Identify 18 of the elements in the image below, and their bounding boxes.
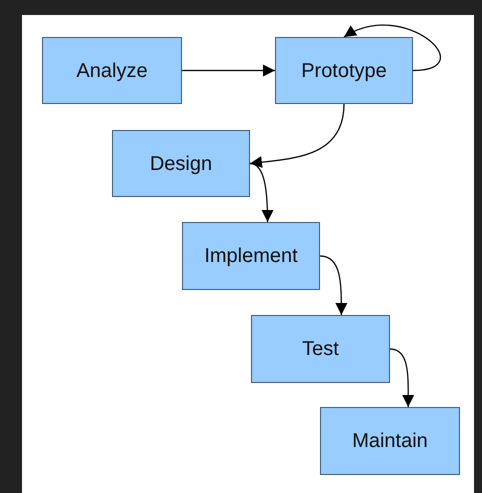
box-label: Analyze [76, 58, 148, 84]
arrow [250, 104, 345, 168]
process-box [182, 222, 320, 290]
box-label: Implement [204, 244, 298, 269]
box-label: Test [302, 337, 339, 362]
process-box [320, 407, 460, 475]
box-label: Design [150, 152, 212, 176]
box-label: Maintain [352, 429, 428, 454]
process-box [42, 37, 182, 104]
process-box [112, 130, 250, 197]
arrow [182, 64, 275, 76]
arrow [344, 24, 441, 72]
arrow [250, 162, 274, 222]
process-box [275, 37, 413, 104]
process-box [251, 315, 390, 383]
arrow [390, 348, 414, 407]
box-label: Prototype [301, 58, 387, 84]
arrow [320, 255, 348, 315]
